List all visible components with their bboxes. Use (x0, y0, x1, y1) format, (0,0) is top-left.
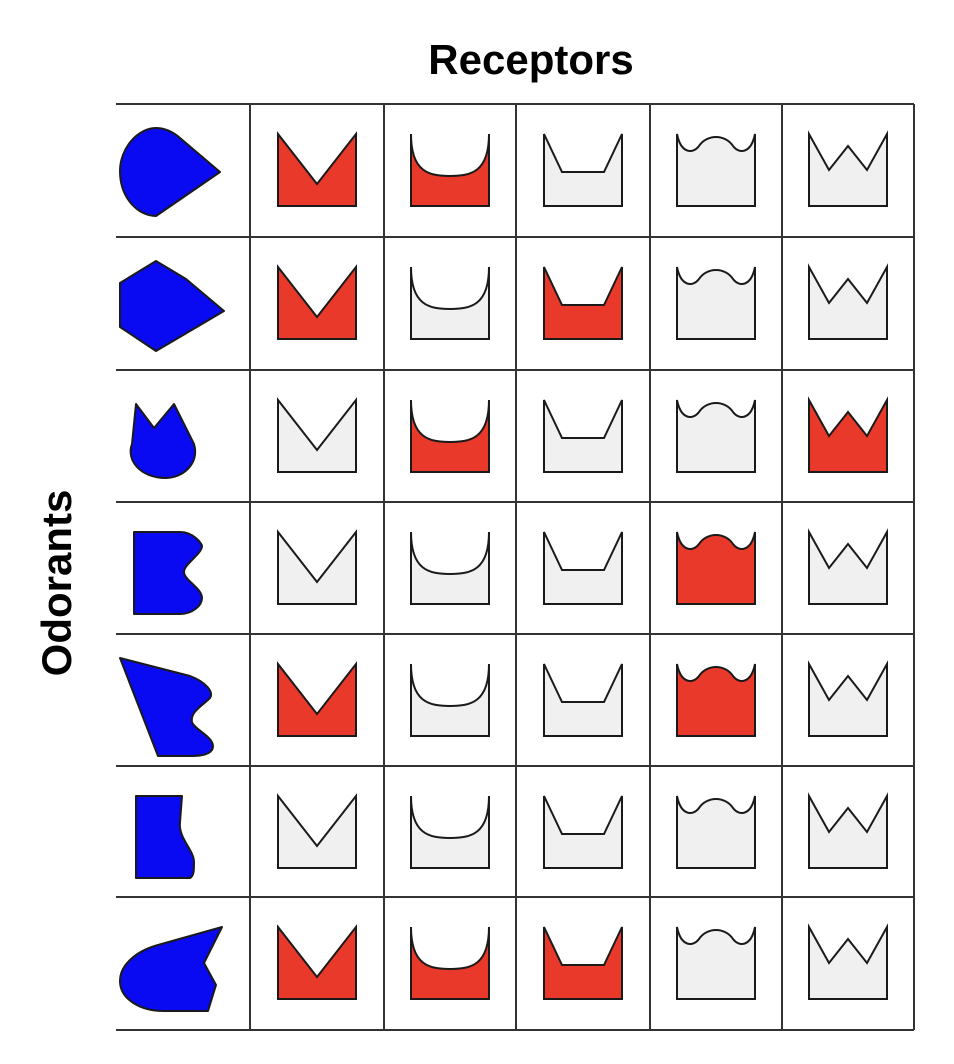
matrix-grid (116, 103, 915, 1031)
receptor-cell (808, 923, 888, 1000)
receptor-cell (410, 133, 490, 207)
receptor-flat-notch-inactive-icon (543, 663, 623, 737)
receptor-double-V-notch-activated-icon (808, 396, 888, 473)
receptor-cell (676, 926, 756, 1000)
receptor-flat-notch-inactive-icon (543, 133, 623, 207)
receptor-double-V-notch-inactive-icon (808, 660, 888, 737)
receptor-cell (277, 529, 357, 605)
odorant-round-flat-notch-icon (119, 926, 223, 1012)
odorant-shape (129, 403, 197, 479)
receptor-U-notch-inactive-icon (410, 795, 490, 869)
receptor-flat-notch-activated-icon (543, 266, 623, 340)
receptor-cell (676, 399, 756, 473)
receptor-V-notch-inactive-icon (277, 397, 357, 473)
odorant-shape (119, 926, 223, 1012)
odorant-hexagon-point-icon (119, 260, 225, 352)
receptor-wave-notch-inactive-icon (676, 133, 756, 207)
receptor-V-notch-inactive-icon (277, 793, 357, 869)
receptor-double-V-notch-inactive-icon (808, 792, 888, 869)
receptor-U-notch-activated-icon (410, 133, 490, 207)
receptor-cell (543, 133, 623, 207)
receptor-wave-notch-activated-icon (676, 663, 756, 737)
receptor-cell (543, 663, 623, 737)
receptor-U-notch-inactive-icon (410, 266, 490, 340)
receptor-U-notch-inactive-icon (410, 531, 490, 605)
odorant-shape (119, 260, 225, 352)
matrix-cells (119, 127, 888, 1012)
receptor-cell (676, 266, 756, 340)
receptor-cell (410, 926, 490, 1000)
receptor-cell (277, 264, 357, 340)
receptor-wave-notch-inactive-icon (676, 266, 756, 340)
receptor-cell (808, 792, 888, 869)
receptor-cell (543, 266, 623, 340)
receptor-cell (808, 130, 888, 207)
receptor-cell (277, 793, 357, 869)
receptor-U-notch-inactive-icon (410, 663, 490, 737)
receptor-double-V-notch-inactive-icon (808, 528, 888, 605)
receptor-cell (277, 924, 357, 1000)
receptor-cell (808, 528, 888, 605)
odorant-shape (119, 127, 221, 217)
odorant-shape (119, 657, 214, 757)
receptor-cell (410, 795, 490, 869)
receptor-cell (277, 661, 357, 737)
receptor-cell (543, 795, 623, 869)
receptor-wave-notch-inactive-icon (676, 926, 756, 1000)
receptor-cell (277, 131, 357, 207)
receptor-flat-notch-activated-icon (543, 926, 623, 1000)
receptor-V-notch-activated-icon (277, 661, 357, 737)
receptor-double-V-notch-inactive-icon (808, 923, 888, 1000)
receptor-cell (676, 795, 756, 869)
receptor-cell (676, 531, 756, 605)
receptor-V-notch-inactive-icon (277, 529, 357, 605)
receptor-cell (277, 397, 357, 473)
receptor-flat-notch-inactive-icon (543, 795, 623, 869)
receptor-cell (676, 663, 756, 737)
receptor-cell (410, 663, 490, 737)
receptor-cell (410, 399, 490, 473)
odorant-shape (135, 795, 195, 879)
receptor-cell (808, 396, 888, 473)
odorant-trapezoid-wave-notch-icon (119, 657, 214, 757)
receptor-V-notch-activated-icon (277, 264, 357, 340)
odorant-square-curve-side-icon (135, 795, 195, 879)
receptor-U-notch-activated-icon (410, 399, 490, 473)
receptor-V-notch-activated-icon (277, 131, 357, 207)
odorant-round-point-icon (119, 127, 221, 217)
receptor-cell (676, 133, 756, 207)
receptor-cell (543, 531, 623, 605)
receptors-title: Receptors (428, 36, 633, 83)
receptor-cell (808, 263, 888, 340)
receptor-cell (808, 660, 888, 737)
receptor-cell (410, 266, 490, 340)
receptor-flat-notch-inactive-icon (543, 531, 623, 605)
receptor-cell (410, 531, 490, 605)
odorant-shape (133, 531, 203, 615)
receptor-wave-notch-activated-icon (676, 531, 756, 605)
receptor-double-V-notch-inactive-icon (808, 263, 888, 340)
receptor-U-notch-activated-icon (410, 926, 490, 1000)
odorants-title: Odorants (33, 490, 80, 677)
receptor-wave-notch-inactive-icon (676, 795, 756, 869)
receptor-wave-notch-inactive-icon (676, 399, 756, 473)
receptor-V-notch-activated-icon (277, 924, 357, 1000)
receptor-double-V-notch-inactive-icon (808, 130, 888, 207)
receptor-cell (543, 926, 623, 1000)
odorant-forked-drop-icon (129, 403, 197, 479)
receptor-cell (543, 399, 623, 473)
receptor-flat-notch-inactive-icon (543, 399, 623, 473)
odorant-square-wave-notch-icon (133, 531, 203, 615)
